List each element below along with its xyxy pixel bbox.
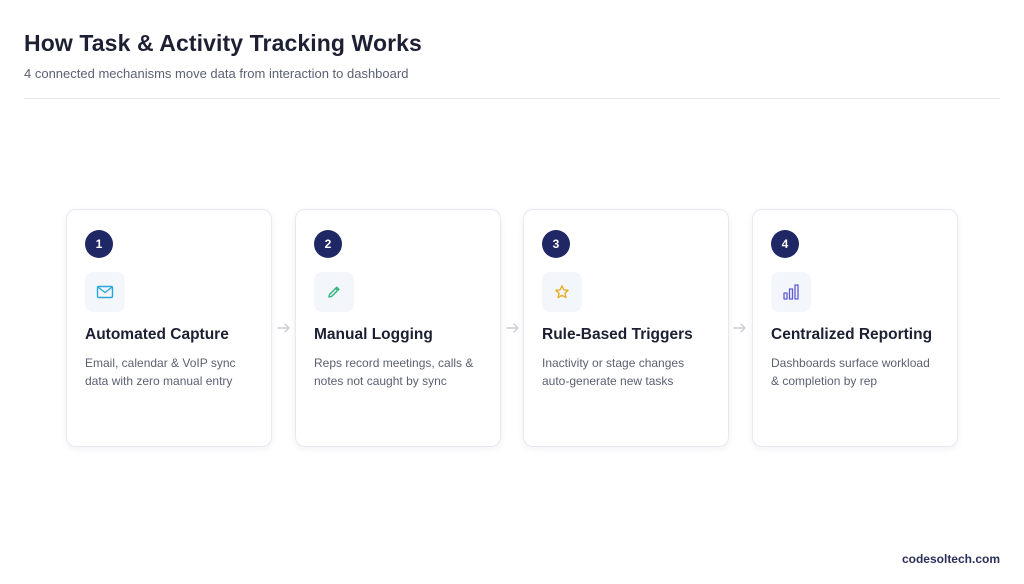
page-subtitle: 4 connected mechanisms move data from in… — [24, 66, 409, 81]
step-title: Manual Logging — [314, 326, 433, 343]
step-card-centralized-reporting: 4 Centralized Reporting Dashboards surfa… — [752, 209, 958, 447]
brand-footer: codesoltech.com — [901, 552, 1000, 566]
step-title: Automated Capture — [85, 326, 229, 343]
step-number-badge: 4 — [771, 230, 799, 258]
step-title: Rule-Based Triggers — [542, 326, 693, 343]
bar-chart-icon — [771, 272, 811, 312]
step-card-manual-logging: 2 Manual Logging Reps record meetings, c… — [295, 209, 501, 447]
star-icon — [542, 272, 582, 312]
step-description: Email, calendar & VoIP sync data with ze… — [85, 356, 236, 388]
step-description: Inactivity or stage changes auto-generat… — [542, 356, 685, 388]
step-number-badge: 3 — [542, 230, 570, 258]
step-title: Centralized Reporting — [771, 326, 933, 343]
step-card-automated-capture: 1 Automated Capture Email, calendar & Vo… — [66, 209, 272, 447]
arrow-right-icon — [277, 323, 290, 333]
arrow-right-icon — [506, 323, 519, 333]
header: How Task & Activity Tracking Works 4 con… — [24, 30, 1000, 81]
step-description: Dashboards surface workload & completion… — [771, 356, 930, 388]
step-number-badge: 1 — [85, 230, 113, 258]
mail-icon — [85, 272, 125, 312]
step-card-rule-based-triggers: 3 Rule-Based Triggers Inactivity or stag… — [523, 209, 729, 447]
process-flow: 1 Automated Capture Email, calendar & Vo… — [66, 209, 958, 447]
step-number-badge: 2 — [314, 230, 342, 258]
page-title: How Task & Activity Tracking Works — [24, 30, 422, 56]
pencil-icon — [314, 272, 354, 312]
header-divider — [24, 98, 1000, 99]
step-description: Reps record meetings, calls & notes not … — [314, 356, 474, 388]
arrow-right-icon — [733, 323, 746, 333]
